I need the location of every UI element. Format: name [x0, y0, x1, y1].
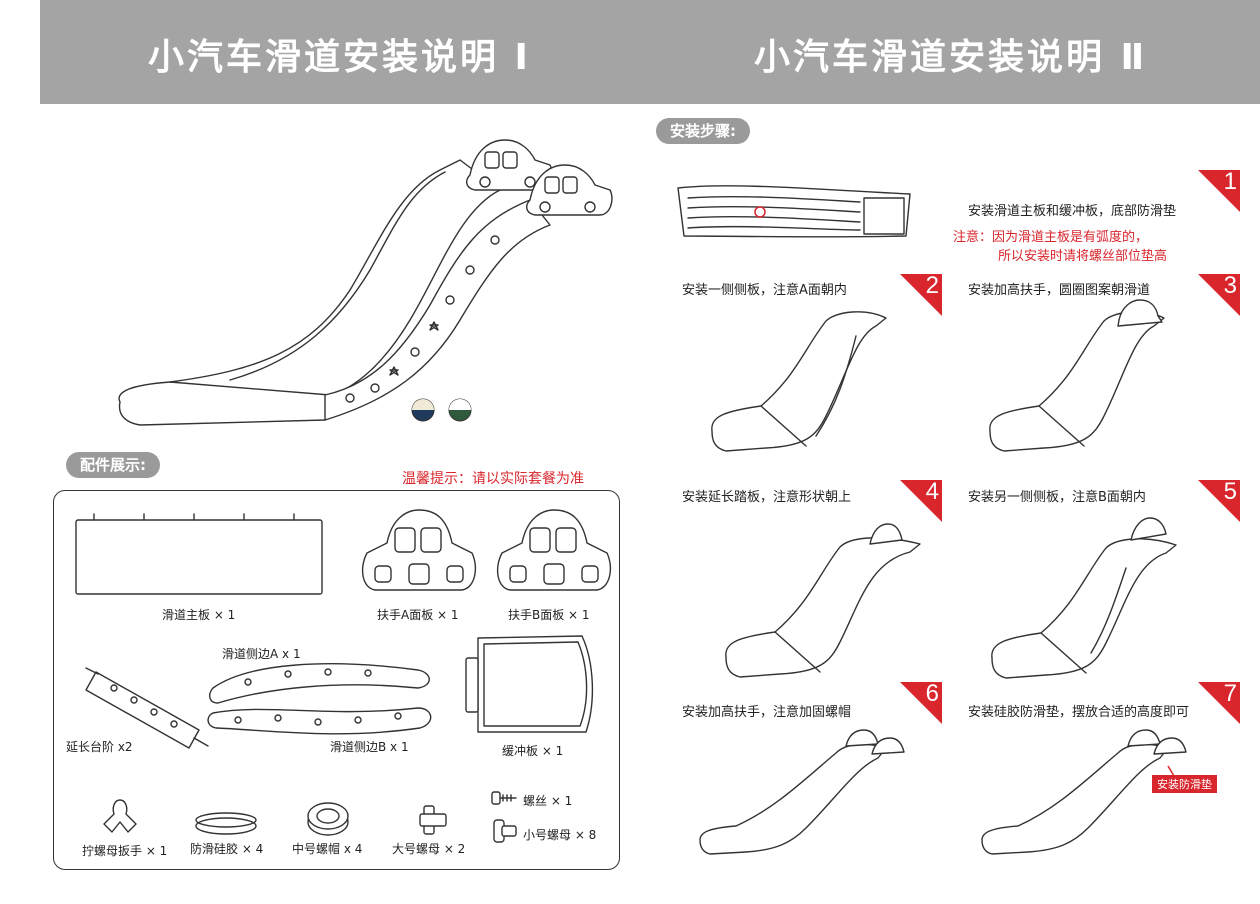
step-7-number: 7	[1198, 680, 1240, 724]
title-left: 小汽车滑道安装说明 Ⅰ	[148, 37, 531, 78]
step-1-text: 安装滑道主板和缓冲板，底部防滑垫	[968, 204, 1177, 219]
warm-tip: 温馨提示：请以实际套餐为准	[402, 471, 584, 487]
part-small-nut-icon	[493, 819, 517, 843]
header-banner: 小汽车滑道安装说明 Ⅰ 小汽车滑道安装说明 Ⅱ	[40, 0, 1260, 104]
part-label-handrail-a: 扶手A面板 × 1	[377, 608, 459, 622]
part-label-wrench: 拧螺母扳手 × 1	[82, 844, 168, 858]
part-nut-cap-icon	[307, 802, 349, 836]
part-wrench-icon	[103, 799, 137, 833]
step-4-illustration	[725, 523, 921, 678]
title-right: 小汽车滑道安装说明 Ⅱ	[754, 37, 1148, 78]
step-2-number: 2	[900, 272, 942, 316]
part-label-large-nut: 大号螺母 × 2	[392, 842, 466, 856]
step-3-number: 3	[1198, 272, 1240, 316]
part-silicone-icon	[195, 812, 257, 835]
part-screw-icon	[491, 791, 517, 805]
part-label-extension-step: 延长台阶 x2	[66, 740, 133, 754]
step-5-number: 5	[1198, 478, 1240, 522]
part-label-buffer-board: 缓冲板 × 1	[502, 744, 564, 758]
step-2-text: 安装一侧侧板，注意A面朝内	[682, 283, 847, 298]
part-slide-board-icon	[75, 513, 323, 595]
step-3-text: 安装加高扶手，圆圈图案朝滑道	[968, 283, 1151, 298]
color-swatches	[411, 398, 472, 422]
step-5-text: 安装另一侧侧板，注意B面朝内	[968, 490, 1146, 505]
step-7-text: 安装硅胶防滑垫，摆放合适的高度即可	[968, 705, 1190, 720]
pad-tag: 安装防滑垫	[1152, 775, 1217, 793]
parts-box	[53, 490, 620, 870]
part-label-slide-board: 滑道主板 × 1	[162, 608, 236, 622]
step-1-note-1: 注意：因为滑道主板是有弧度的，	[953, 230, 1149, 245]
step-6-number: 6	[900, 680, 942, 724]
step-6-text: 安装加高扶手，注意加固螺帽	[682, 705, 852, 720]
part-side-rails-icon	[207, 663, 432, 735]
step-2-illustration	[711, 311, 887, 452]
step-1-illustration	[677, 185, 911, 238]
step-1-number: 1	[1198, 168, 1240, 212]
part-buffer-board-icon	[465, 635, 594, 733]
step-4-text: 安装延长踏板，注意形状朝上	[682, 490, 852, 505]
part-handrail-b-icon	[496, 509, 612, 591]
slide-main-illustration	[118, 139, 613, 426]
part-handrail-a-icon	[361, 509, 477, 591]
step-4-number: 4	[900, 478, 942, 522]
part-label-handrail-b: 扶手B面板 × 1	[508, 608, 590, 622]
step-7-illustration	[981, 729, 1187, 855]
part-label-nut-cap: 中号螺帽 x 4	[292, 842, 363, 856]
part-label-side-b: 滑道侧边B x 1	[330, 740, 409, 754]
part-large-nut-icon	[419, 805, 447, 835]
step-5-illustration	[991, 517, 1177, 679]
step-1-note-2: 所以安装时请将螺丝部位垫高	[998, 249, 1168, 264]
part-label-screw: 螺丝 × 1	[523, 794, 573, 808]
step-6-illustration	[699, 729, 905, 855]
part-extension-step-icon	[85, 667, 209, 749]
part-label-silicone: 防滑硅胶 × 4	[190, 842, 264, 856]
steps-section-label: 安装步骤:	[656, 118, 750, 144]
part-label-small-nut: 小号螺母 × 8	[523, 828, 597, 842]
parts-section-label: 配件展示:	[66, 452, 160, 478]
step-3-illustration	[989, 299, 1165, 452]
part-label-side-a: 滑道侧边A x 1	[222, 647, 301, 661]
